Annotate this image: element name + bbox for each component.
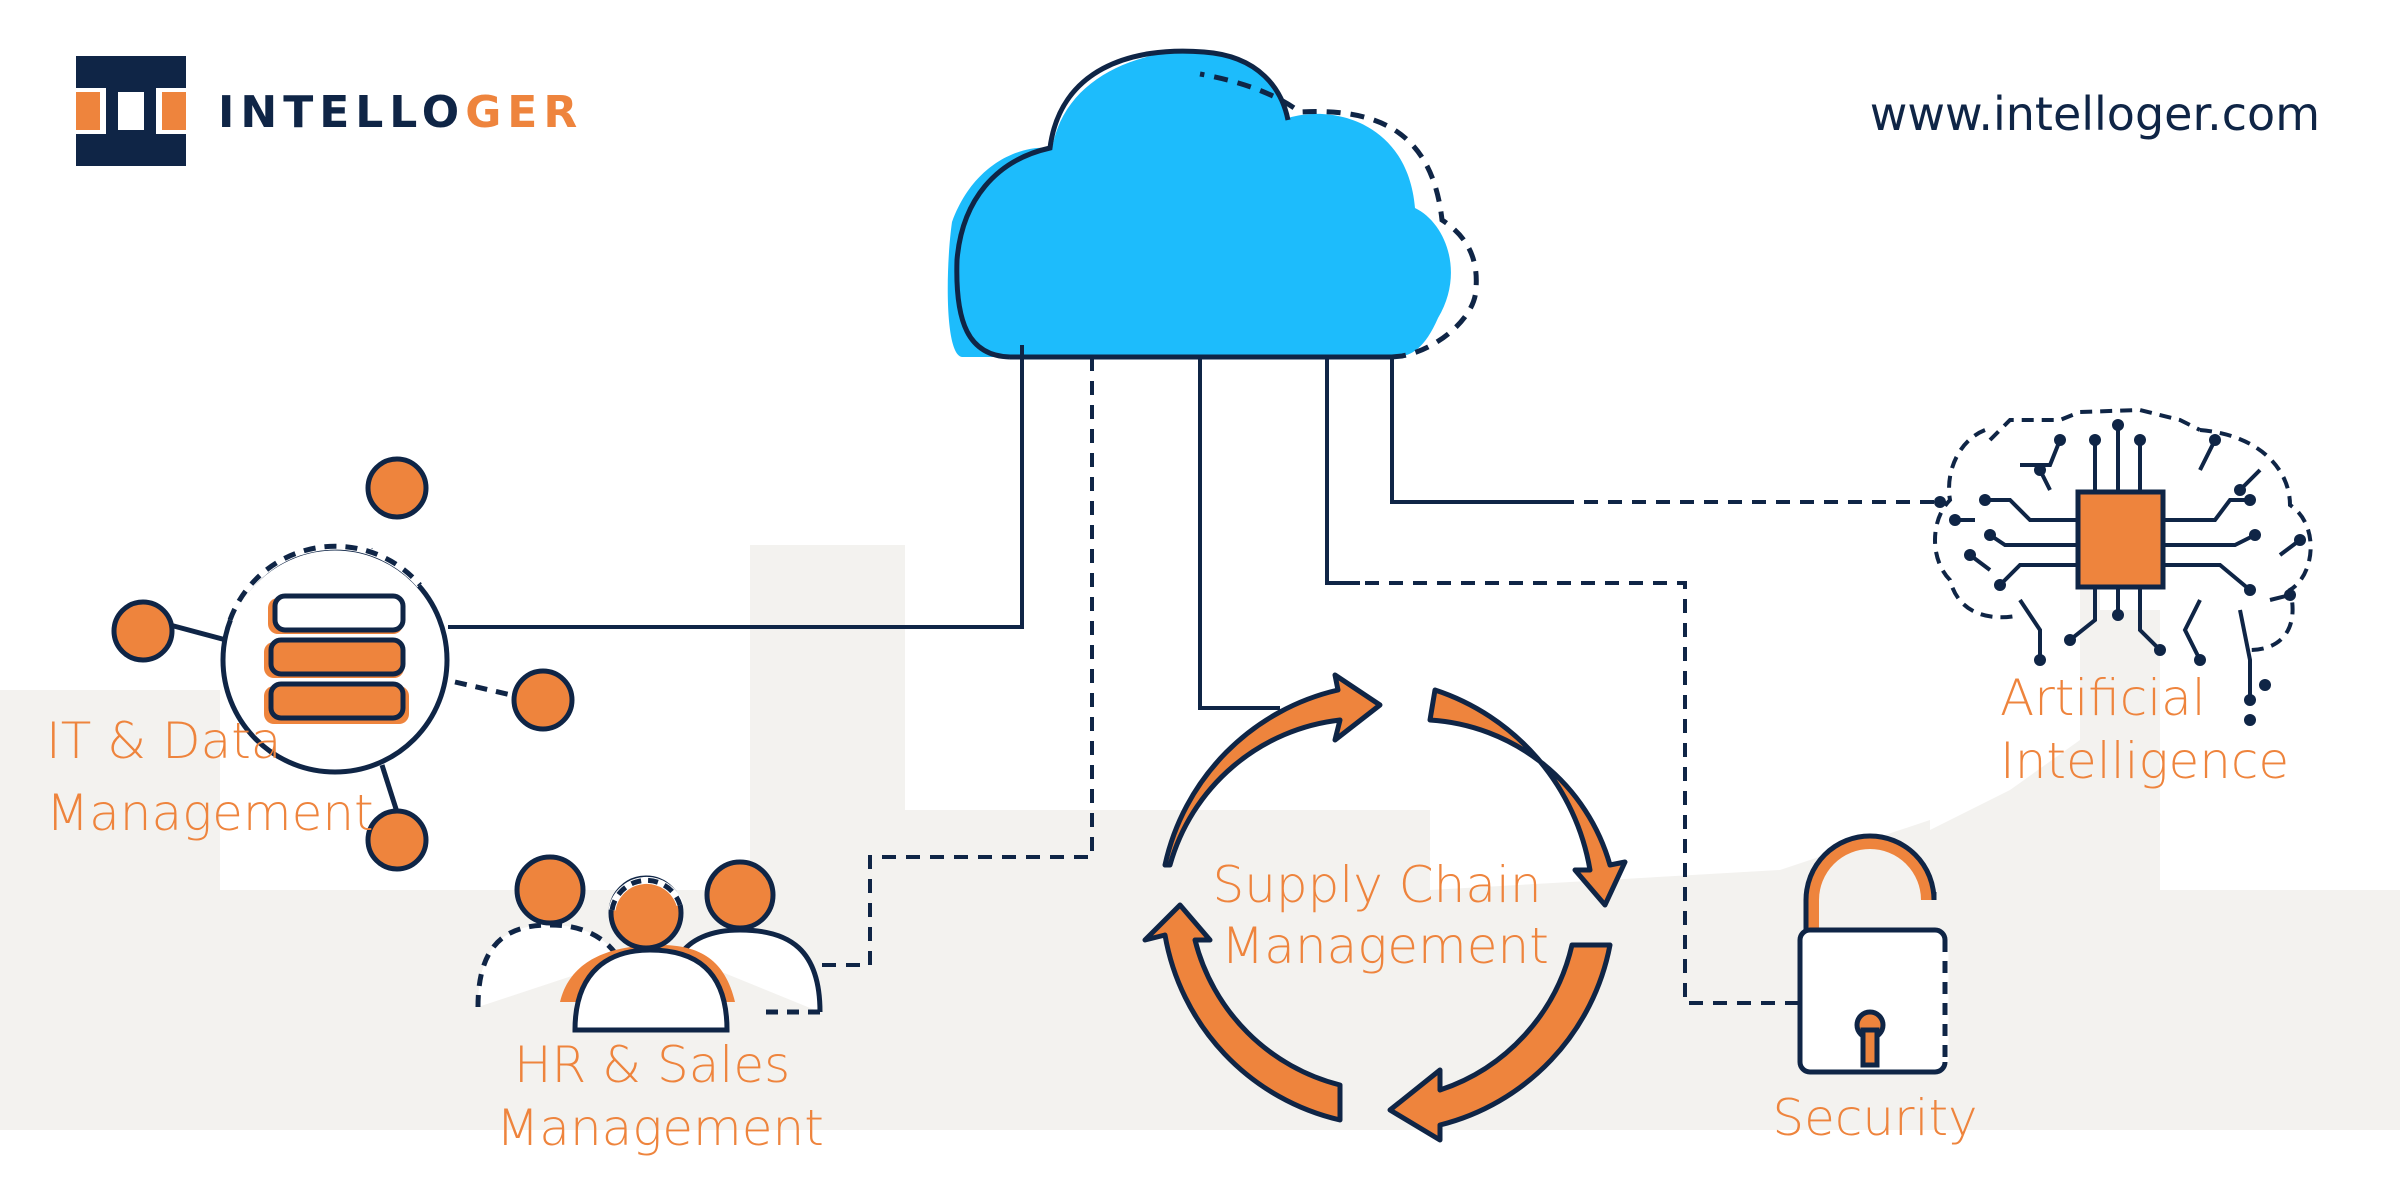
intelloger-logo: INTELLOGER — [76, 56, 583, 166]
connector-ai — [1390, 357, 1560, 504]
satellite-node — [365, 808, 429, 872]
label-hr-sales: HR & Sales Management — [496, 1036, 824, 1157]
people-group-icon — [475, 854, 823, 1033]
chip-icon — [2075, 489, 2166, 590]
label-it-data: IT & Data Management — [46, 712, 374, 842]
cycle-arrows-icon — [1142, 672, 1628, 1143]
connector-supply-chain — [1198, 357, 1280, 710]
label-supply-chain: Supply Chain Management — [1212, 856, 1557, 975]
connector-it-data — [620, 345, 1024, 629]
padlock-icon — [1797, 833, 1949, 1075]
database-icon — [264, 593, 409, 724]
label-security: Security — [1772, 1089, 1977, 1147]
it-data-node — [111, 456, 575, 872]
brand-name: INTELLOGER — [218, 87, 583, 138]
connector-lines — [448, 345, 1940, 1005]
label-ai: Artificial Intelligence — [2000, 669, 2289, 790]
satellite-node — [111, 599, 175, 663]
satellite-node — [365, 456, 429, 520]
website-url[interactable]: www.intelloger.com — [1870, 87, 2320, 141]
brain-circuit-icon — [1933, 407, 2313, 726]
connector-hr-sales — [800, 357, 1094, 967]
satellite-node — [511, 668, 575, 732]
cloud-icon — [947, 48, 1479, 360]
